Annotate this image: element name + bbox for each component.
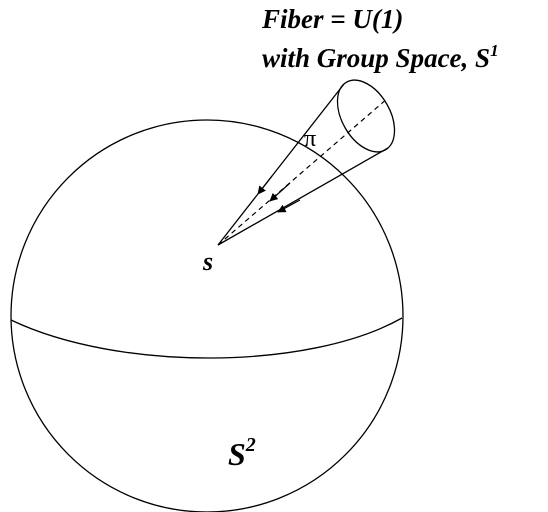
projection-pi-label: π [304, 126, 316, 152]
fiber-circle [336, 79, 396, 153]
sphere-equator [10, 317, 403, 359]
fiber-title-line2: with Group Space, S1 [262, 41, 499, 73]
cone-edge-lower [217, 147, 389, 246]
sphere-label-sup: 2 [245, 434, 256, 456]
base-sphere [10, 119, 404, 512]
base-point-label: s [202, 247, 213, 276]
cone-edge-upper [217, 83, 345, 246]
sphere-label-base: S [228, 436, 246, 472]
fiber-title-line2-text: with Group Space, S [262, 43, 490, 73]
projection-arrow-middle [269, 182, 291, 202]
projection-arrow-lower [277, 199, 301, 213]
cone-axis-dashed [217, 97, 389, 246]
fiber-title-line2-sup: 1 [490, 41, 499, 60]
sphere-label: S2 [228, 434, 256, 472]
projection-arrow-upper [257, 175, 273, 195]
fiber-title-line1: Fiber = U(1) [261, 4, 403, 34]
